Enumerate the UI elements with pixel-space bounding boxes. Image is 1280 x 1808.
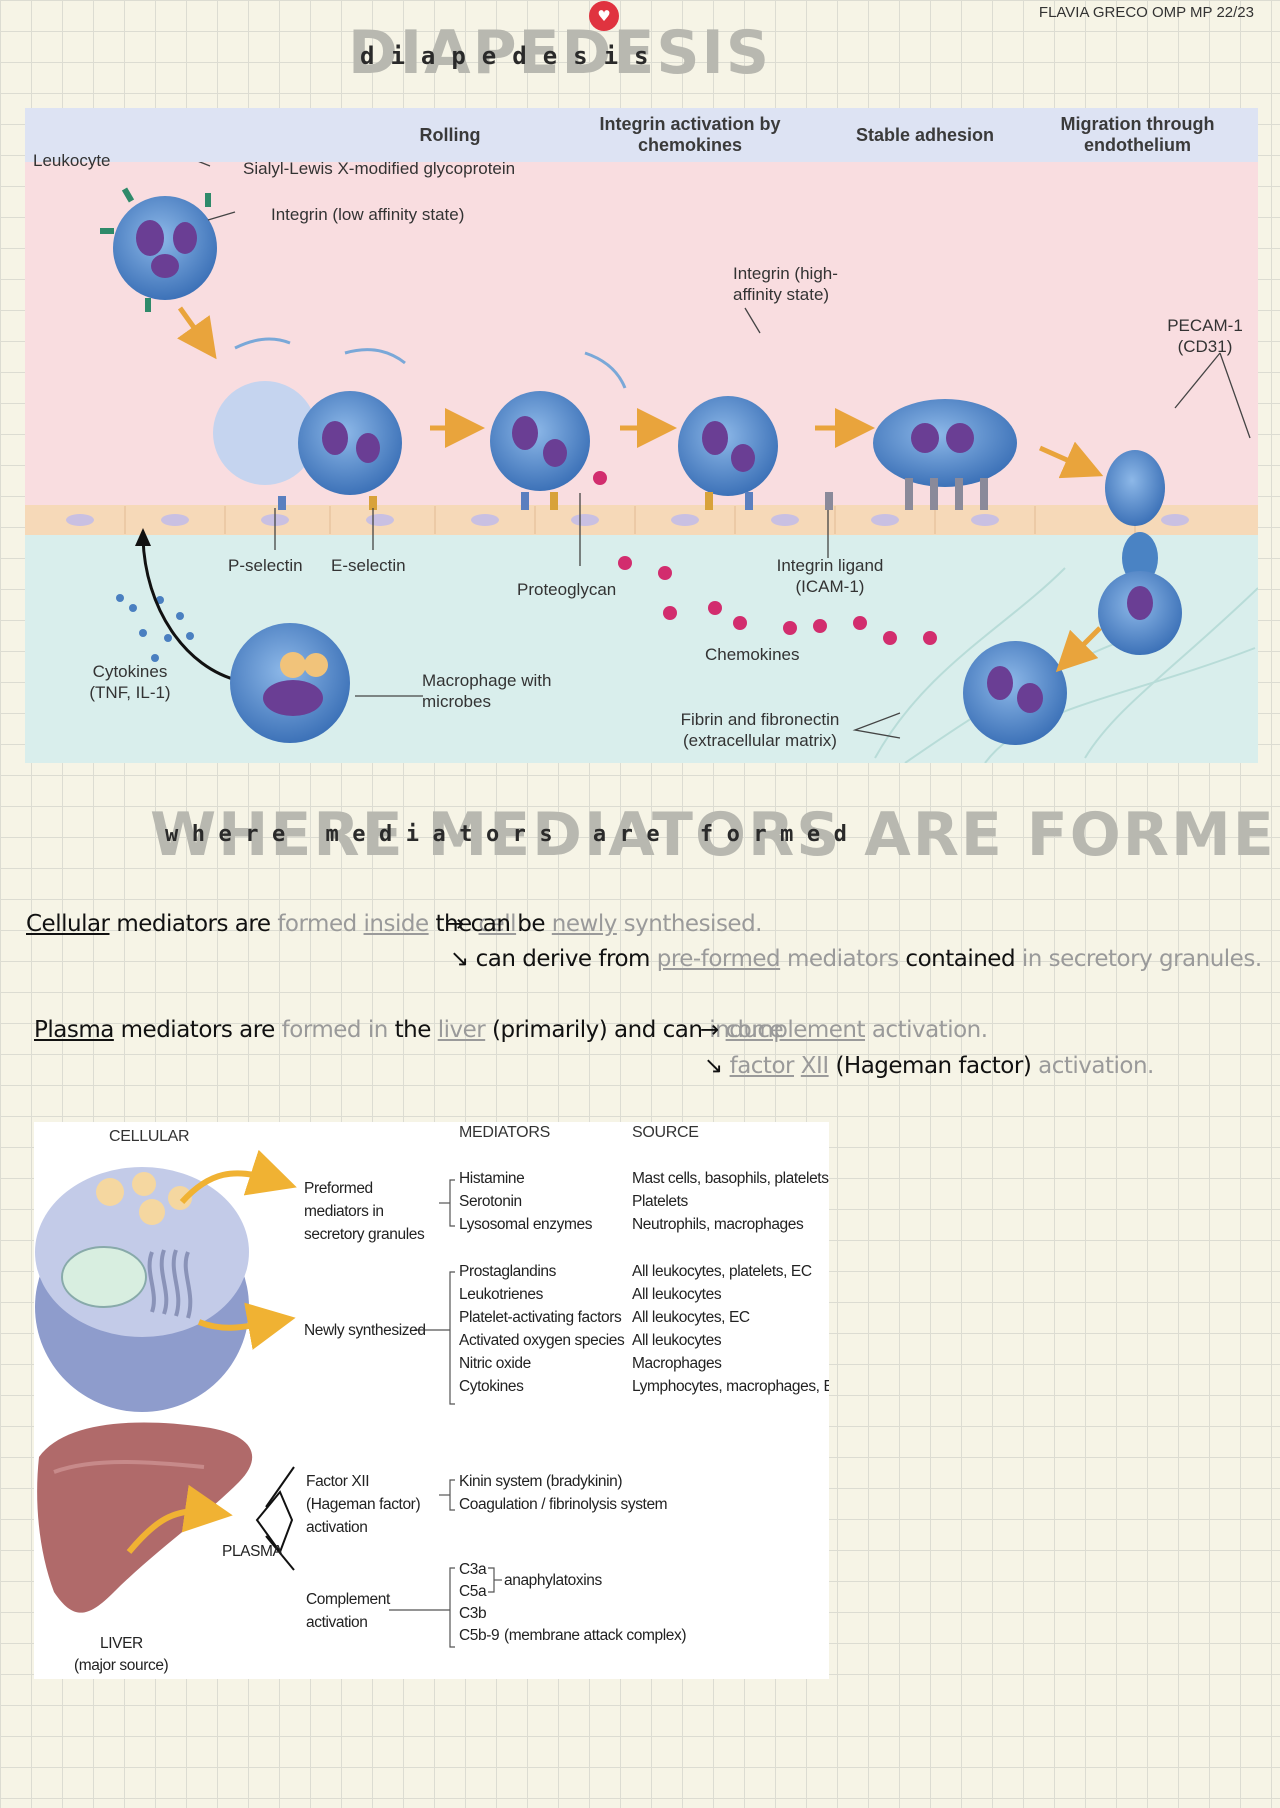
- anaphylatoxins-label: anaphylatoxins: [504, 1572, 602, 1589]
- header-cellular: CELLULAR: [109, 1128, 190, 1145]
- note-cellular: Cellular mediators are formed inside the…: [26, 911, 517, 937]
- title-shadow: DIAPEDESIS: [348, 18, 772, 88]
- factor-xii-label: Factor XII (Hageman factor) activation: [306, 1473, 421, 1536]
- macrophage-icon: [230, 623, 350, 743]
- label-sialyl: Sialyl-Lewis X-modified glycoprotein: [243, 159, 516, 178]
- diapedesis-figure: Rolling Integrin activation by chemokine…: [25, 108, 1258, 763]
- stage-migration: Migration through endothelium: [1060, 114, 1215, 155]
- section-title: where mediators are formed: [165, 822, 861, 847]
- note-plasma-branch2: ↘ factor XII (Hageman factor) activation…: [704, 1053, 1154, 1079]
- header-mediators: MEDIATORS: [459, 1124, 550, 1141]
- note-plasma: Plasma mediators are formed in the liver…: [34, 1017, 784, 1043]
- c5b9-label: C5b-9: [459, 1627, 500, 1644]
- source-row: All leukocytes: [632, 1286, 722, 1303]
- label-cytokines: Cytokines (TNF, IL-1): [89, 662, 171, 702]
- source-row: Lymphocytes, macrophages, EC: [632, 1378, 829, 1395]
- liver-sub-label: (major source): [74, 1657, 169, 1674]
- mediator-row: Prostaglandins: [459, 1263, 556, 1280]
- stage-rolling: Rolling: [419, 124, 481, 145]
- liver-icon: [37, 1422, 253, 1613]
- stage-stable-adhesion: Stable adhesion: [855, 124, 995, 145]
- c3a-label: C3a: [459, 1561, 487, 1578]
- label-integrin-ligand: Integrin ligand (ICAM-1): [776, 556, 884, 596]
- label-macrophage: Macrophage with microbes: [422, 671, 552, 711]
- mediator-row: Platelet-activating factors: [459, 1309, 622, 1326]
- mac-label: (membrane attack complex): [504, 1627, 687, 1644]
- source-row: Macrophages: [632, 1355, 722, 1372]
- diapedesis-illustration: [25, 155, 1258, 763]
- label-e-selectin: E-selectin: [331, 556, 406, 575]
- author-label: FLAVIA GRECO OMP MP 22/23: [1038, 4, 1254, 21]
- c5a-label: C5a: [459, 1583, 487, 1600]
- note-plasma-branch1: → complement activation.: [700, 1017, 988, 1043]
- factor-item: Kinin system (bradykinin): [459, 1473, 623, 1490]
- factor-item: Coagulation / fibrinolysis system: [459, 1496, 668, 1513]
- heart-icon: ♥: [589, 1, 619, 31]
- leukocyte-icon: [100, 187, 217, 312]
- source-row: Neutrophils, macrophages: [632, 1216, 804, 1233]
- complement-label: Complement activation: [306, 1591, 390, 1631]
- group-newly-synthesized: Newly synthesized: [304, 1322, 426, 1339]
- source-row: All leukocytes, EC: [632, 1309, 750, 1326]
- mediators-illustration: [35, 1149, 502, 1648]
- stage-integrin-activation: Integrin activation by chemokines: [599, 114, 781, 155]
- mediators-figure: CELLULAR MEDIATORS SOURCE Preformed medi…: [34, 1122, 829, 1679]
- note-cellular-branch1: → can be newly synthesised.: [445, 911, 763, 937]
- mediator-row: Activated oxygen species: [459, 1332, 625, 1349]
- mediator-row: Cytokines: [459, 1378, 524, 1395]
- label-pecam: PECAM-1 (CD31): [1167, 316, 1243, 356]
- source-row: All leukocytes: [632, 1332, 722, 1349]
- mediator-row: Lysosomal enzymes: [459, 1216, 593, 1233]
- plasma-label: PLASMA: [222, 1543, 283, 1560]
- label-leukocyte: Leukocyte: [33, 151, 111, 170]
- section-title-shadow: WHERE MEDIATORS ARE FORMED: [150, 800, 1280, 870]
- group-preformed: Preformed mediators in secretory granule…: [304, 1180, 425, 1243]
- label-fibrin: Fibrin and fibronectin (extracellular ma…: [680, 710, 840, 750]
- page-title: diapedesis: [360, 42, 665, 70]
- mediator-row: Nitric oxide: [459, 1355, 531, 1372]
- note-cellular-branch2: ↘ can derive from pre-formed mediators c…: [450, 946, 1262, 972]
- label-integrin-high: Integrin (high- affinity state): [733, 264, 838, 304]
- cell-icon: [35, 1167, 249, 1412]
- liver-label: LIVER: [100, 1635, 143, 1652]
- source-row: Platelets: [632, 1193, 688, 1210]
- label-chemokines: Chemokines: [705, 645, 800, 664]
- source-row: Mast cells, basophils, platelets: [632, 1170, 829, 1187]
- stage-bar: [25, 108, 1258, 162]
- label-p-selectin: P-selectin: [228, 556, 303, 575]
- c3b-label: C3b: [459, 1605, 487, 1622]
- mediator-row: Serotonin: [459, 1193, 522, 1210]
- label-proteoglycan: Proteoglycan: [517, 580, 617, 599]
- label-integrin-low: Integrin (low affinity state): [271, 205, 465, 224]
- source-row: All leukocytes, platelets, EC: [632, 1263, 812, 1280]
- mediator-row: Histamine: [459, 1170, 525, 1187]
- header-source: SOURCE: [632, 1124, 699, 1141]
- mediator-row: Leukotrienes: [459, 1286, 543, 1303]
